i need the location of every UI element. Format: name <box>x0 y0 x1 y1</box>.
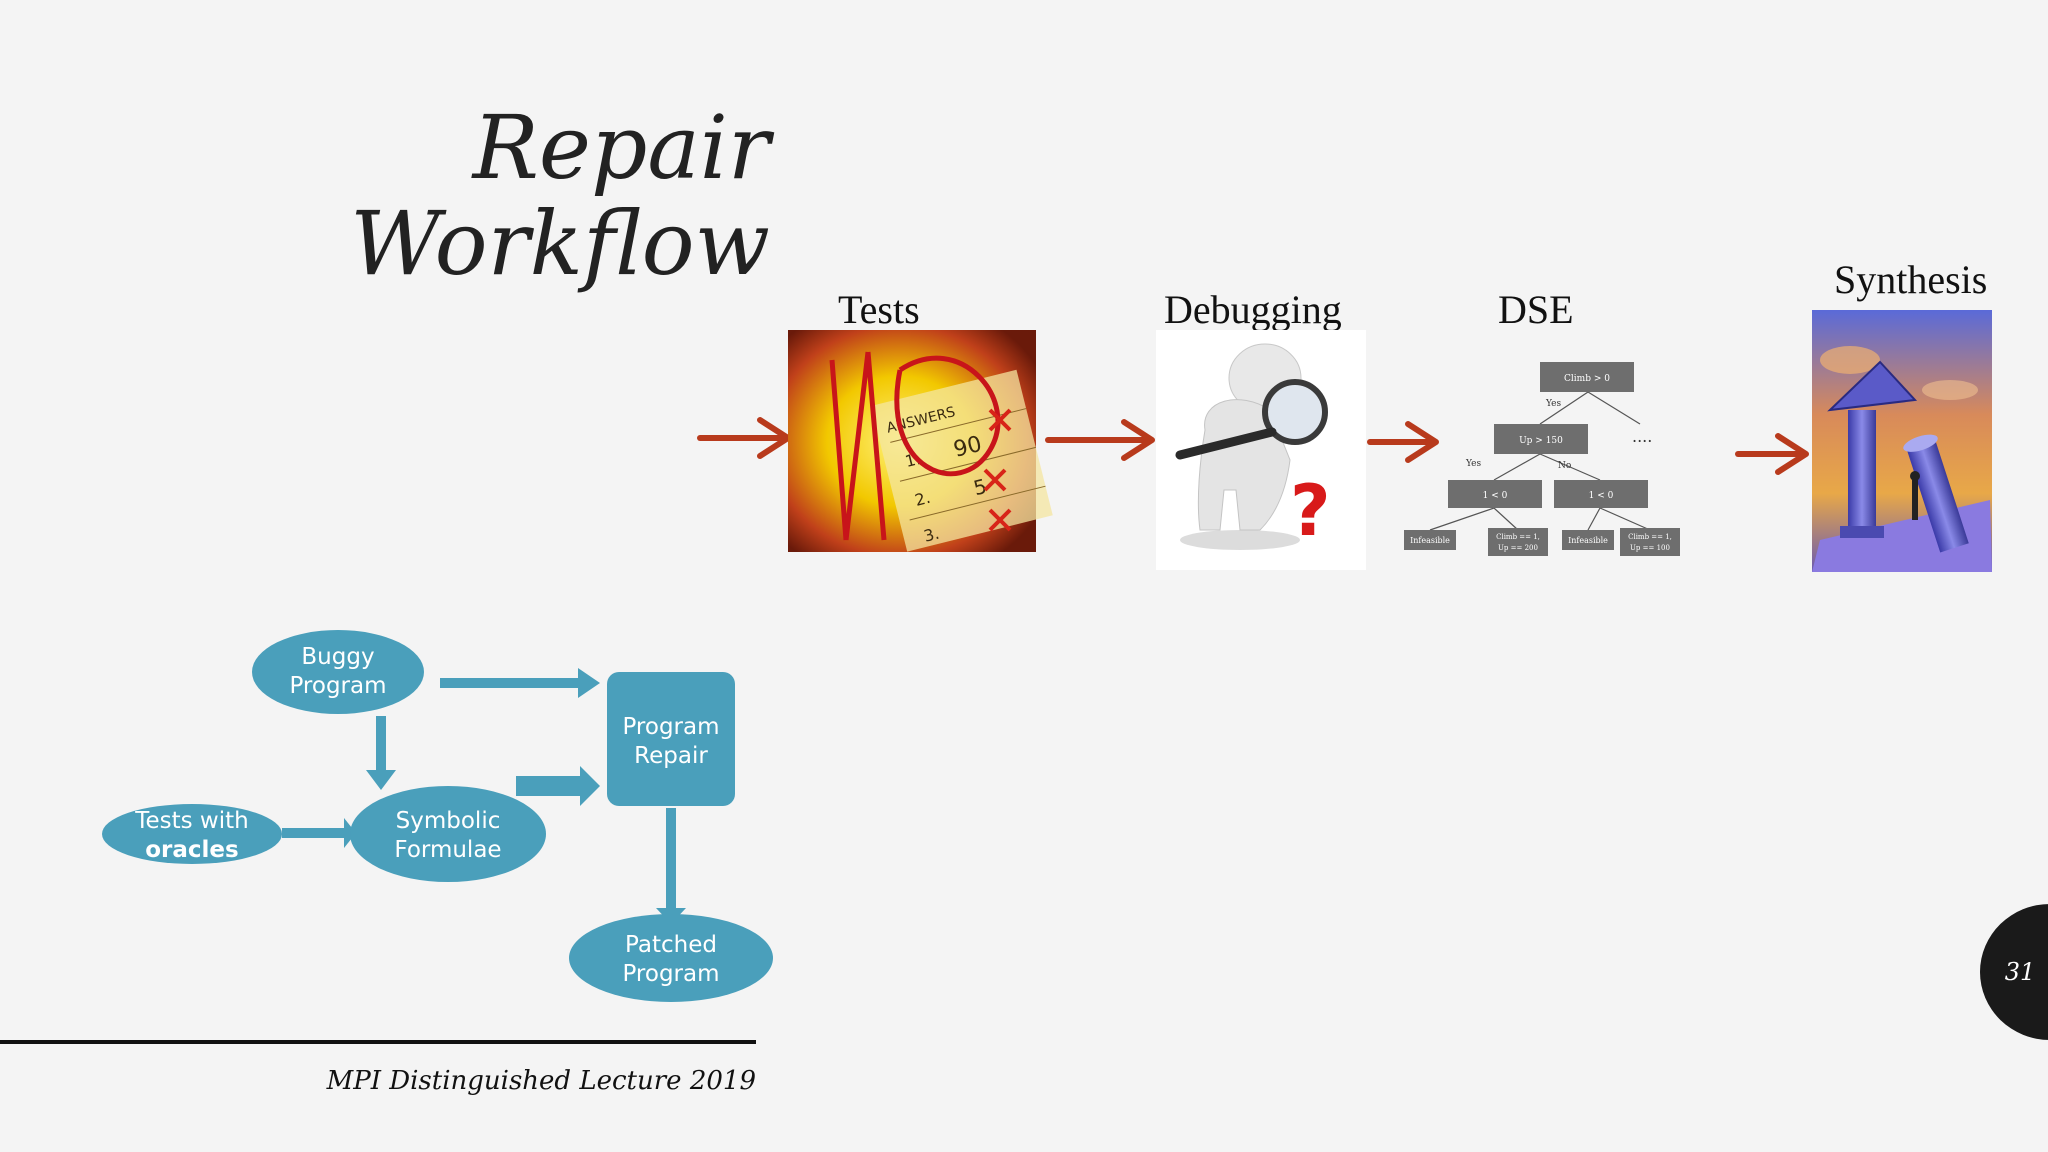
svg-text:Up == 200: Up == 200 <box>1498 544 1538 552</box>
svg-text:1 < 0: 1 < 0 <box>1589 491 1614 501</box>
slide-number: 31 <box>2004 958 2036 986</box>
debugging-image: ? <box>1156 330 1366 570</box>
dse-tree: Climb > 0 Yes Up > 150 .... Yes No 1 < 0… <box>1404 362 1680 556</box>
svg-text:Buggy: Buggy <box>301 644 374 670</box>
node-buggy-program: Buggy Program <box>252 630 424 714</box>
svg-text:Patched: Patched <box>625 932 717 958</box>
svg-text:Climb > 0: Climb > 0 <box>1564 374 1610 384</box>
node-tests-with-oracles: Tests with oracles <box>102 804 282 864</box>
svg-text:3.: 3. <box>922 524 941 546</box>
svg-text:Climb == 1,: Climb == 1, <box>1628 533 1672 541</box>
footer-text: MPI Distinguished Lecture 2019 <box>326 1066 756 1096</box>
svg-text:5: 5 <box>971 474 989 500</box>
svg-text:Yes: Yes <box>1545 399 1561 409</box>
svg-text:2.: 2. <box>913 488 932 510</box>
footer-divider <box>0 1040 756 1044</box>
stage-label-dse: DSE <box>1498 287 1574 332</box>
svg-text:?: ? <box>1290 470 1331 552</box>
pipeline-arrow-2 <box>1045 419 1155 461</box>
stage-label-synthesis: Synthesis <box>1834 257 1988 302</box>
svg-text:Infeasible: Infeasible <box>1410 536 1450 545</box>
svg-text:Tests with: Tests with <box>134 808 248 834</box>
stage-label-debugging: Debugging <box>1164 287 1342 332</box>
svg-text:Climb == 1,: Climb == 1, <box>1496 533 1540 541</box>
title-line-1: Repair <box>472 96 770 199</box>
svg-text:1 < 0: 1 < 0 <box>1483 491 1508 501</box>
title-line-2: Workflow <box>350 192 770 295</box>
stage-label-tests: Tests <box>838 287 920 332</box>
svg-text:....: .... <box>1632 427 1652 446</box>
svg-text:Formulae: Formulae <box>394 837 501 863</box>
svg-text:oracles: oracles <box>145 837 238 863</box>
tests-image: ANSWERS 1. 2. 3. 90 5 <box>788 330 1053 552</box>
svg-text:No: No <box>1558 461 1571 471</box>
svg-text:1.: 1. <box>903 449 922 471</box>
svg-text:Repair: Repair <box>634 743 708 769</box>
svg-text:Symbolic: Symbolic <box>396 808 501 834</box>
svg-text:Up > 150: Up > 150 <box>1519 436 1563 446</box>
repair-flow-diagram <box>282 668 686 924</box>
pipeline-arrow-3 <box>1367 421 1439 463</box>
svg-text:Up == 100: Up == 100 <box>1630 544 1670 552</box>
slide-title: Repair Workflow <box>300 100 770 292</box>
svg-text:Program: Program <box>289 673 386 699</box>
svg-text:Program: Program <box>622 714 719 740</box>
node-patched-program: Patched Program <box>569 914 773 1002</box>
svg-text:Program: Program <box>622 961 719 987</box>
svg-text:Yes: Yes <box>1465 459 1481 469</box>
svg-text:Infeasible: Infeasible <box>1568 536 1608 545</box>
pipeline-arrow-4 <box>1735 433 1809 475</box>
node-symbolic-formulae: Symbolic Formulae <box>350 786 546 882</box>
synthesis-image <box>1812 310 1992 572</box>
node-program-repair: Program Repair <box>607 672 735 806</box>
